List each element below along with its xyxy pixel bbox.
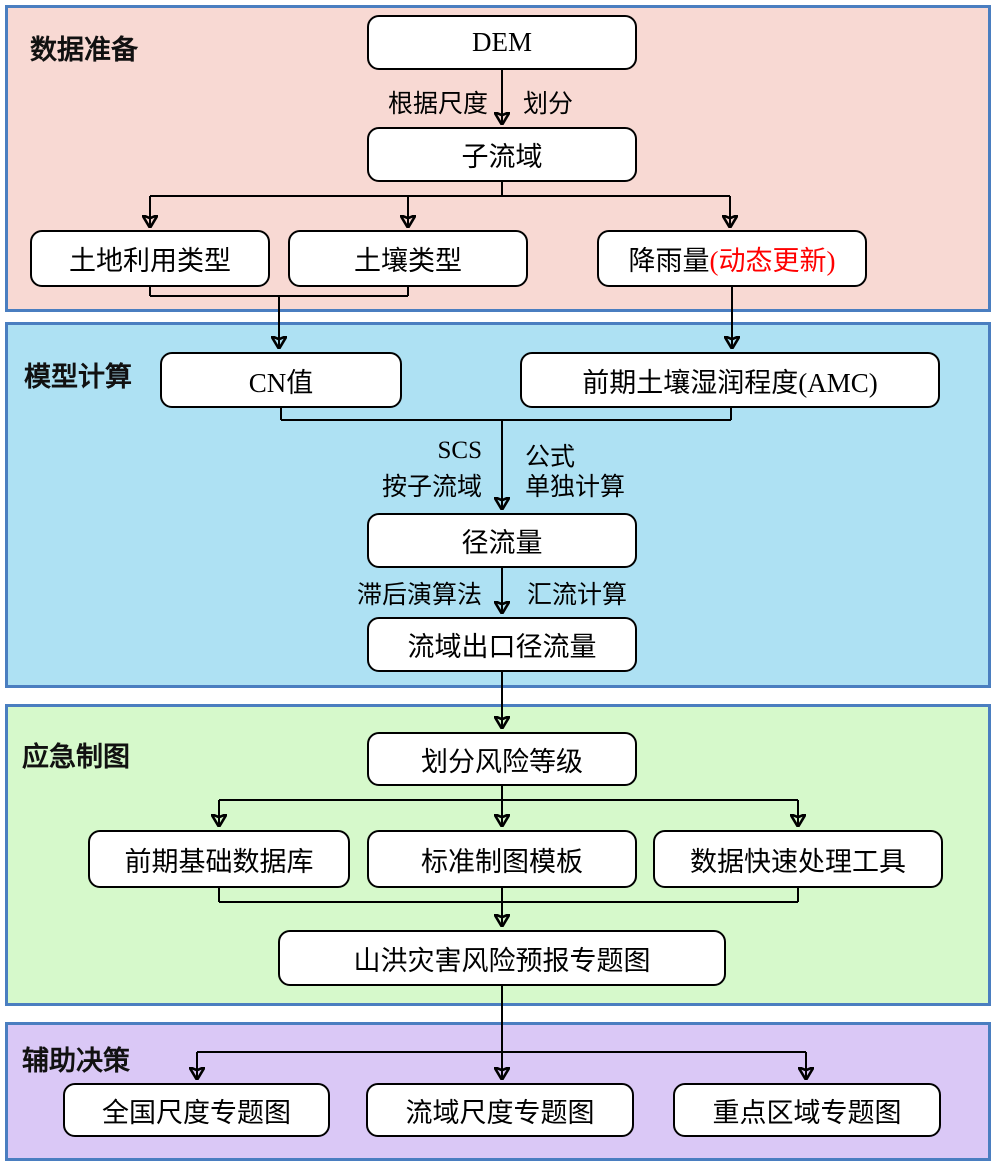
node-risk-level-label: 划分风险等级	[421, 746, 583, 777]
node-rainfall-annotation: (动态更新)	[709, 246, 836, 276]
node-base-database: 前期基础数据库	[88, 830, 350, 888]
node-dem: DEM	[367, 15, 637, 70]
node-cn-value-label: CN值	[248, 367, 314, 398]
node-soil-type-label: 土壤类型	[354, 246, 462, 276]
node-key-area-map: 重点区域专题图	[673, 1083, 941, 1137]
node-cn-value: CN值	[160, 352, 402, 408]
node-amc-label: 前期土壤湿润程度(AMC)	[582, 367, 878, 398]
node-land-use-label: 土地利用类型	[69, 246, 231, 276]
node-land-use-type: 土地利用类型	[30, 230, 270, 287]
node-outlet-runoff-label: 流域出口径流量	[407, 632, 597, 662]
node-rainfall: 降雨量(动态更新)	[597, 230, 867, 287]
node-runoff-label: 径流量	[461, 528, 543, 558]
node-basin-map: 流域尺度专题图	[366, 1083, 634, 1137]
node-rainfall-label: 降雨量	[628, 246, 710, 276]
node-data-tool: 数据快速处理工具	[653, 830, 943, 888]
edge-label-lag-routing: 滞后演算法	[356, 582, 482, 609]
node-map-template: 标准制图模板	[367, 830, 637, 888]
node-map-template-label: 标准制图模板	[421, 846, 583, 877]
node-base-database-label: 前期基础数据库	[124, 846, 314, 877]
node-data-tool-label: 数据快速处理工具	[690, 846, 906, 877]
node-sub-watershed-label: 子流域	[461, 142, 543, 172]
section-label-data-preparation: 数据准备	[30, 35, 138, 65]
node-thematic-map-label: 山洪灾害风险预报专题图	[353, 945, 651, 976]
edge-label-by-sub-watershed: 按子流域	[381, 474, 482, 501]
node-dem-label: DEM	[472, 27, 532, 57]
edge-label-scs: SCS	[437, 437, 482, 464]
section-label-emergency-mapping: 应急制图	[22, 742, 130, 772]
node-thematic-map: 山洪灾害风险预报专题图	[278, 930, 726, 986]
node-basin-map-label: 流域尺度专题图	[405, 1097, 595, 1128]
section-label-model-calculation: 模型计算	[24, 362, 132, 392]
node-runoff: 径流量	[367, 513, 637, 568]
section-label-decision-support: 辅助决策	[22, 1046, 130, 1076]
node-amc: 前期土壤湿润程度(AMC)	[520, 352, 940, 408]
node-key-area-map-label: 重点区域专题图	[712, 1097, 902, 1128]
edge-label-formula: 公式	[525, 444, 576, 471]
node-outlet-runoff: 流域出口径流量	[367, 617, 637, 672]
node-risk-level: 划分风险等级	[367, 732, 637, 786]
node-national-map: 全国尺度专题图	[63, 1083, 330, 1137]
node-national-map-label: 全国尺度专题图	[102, 1097, 291, 1128]
edge-label-split-method: 根据尺度	[387, 91, 488, 118]
edge-label-separate-calculation: 单独计算	[525, 474, 626, 501]
node-soil-type: 土壤类型	[288, 230, 528, 287]
edge-label-split-action: 划分	[523, 91, 574, 118]
edge-label-confluence-calculation: 汇流计算	[527, 582, 628, 609]
node-sub-watershed: 子流域	[367, 127, 637, 182]
